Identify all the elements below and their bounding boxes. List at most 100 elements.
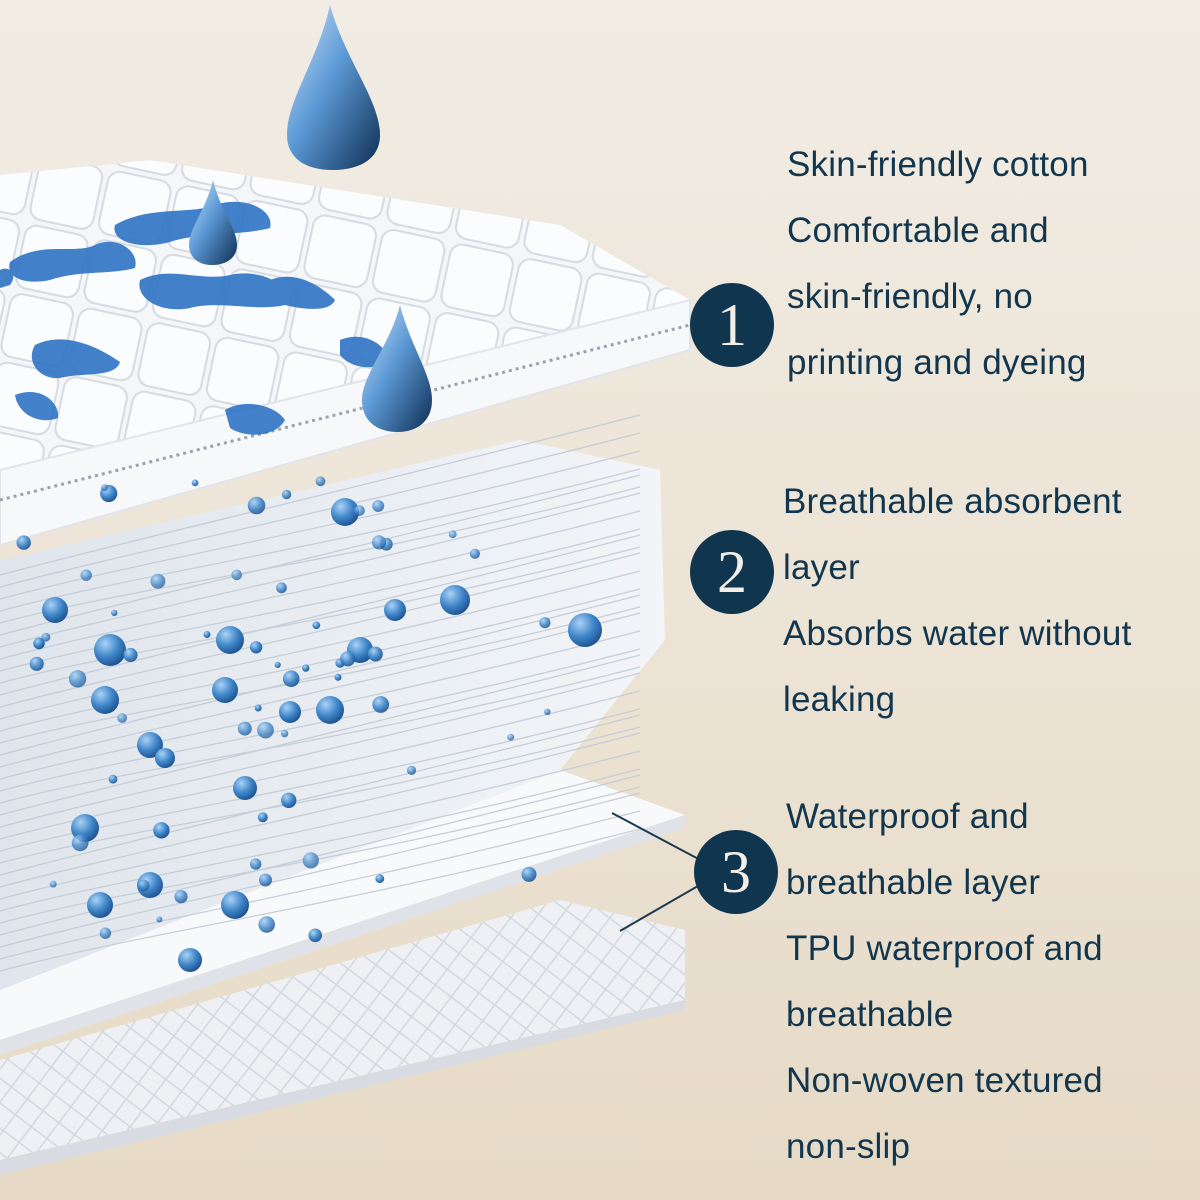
water-bead <box>257 721 274 739</box>
layer-1-line: printing and dyeing <box>787 343 1087 382</box>
layer-3-line: TPU waterproof and <box>786 929 1103 968</box>
fiber-strand <box>0 450 641 600</box>
water-bead <box>302 852 319 869</box>
fiber-strand <box>0 588 641 732</box>
fiber-strand <box>0 654 641 816</box>
tpu-sheet-edge <box>0 815 685 1055</box>
water-bead <box>315 476 326 487</box>
water-bead <box>111 609 118 617</box>
water-bead <box>29 656 44 671</box>
water-bead <box>101 484 108 492</box>
water-bead <box>281 792 297 808</box>
fiber-strand <box>0 510 641 660</box>
water-bead <box>49 880 57 888</box>
water-bead <box>191 479 199 487</box>
layer-3-line: Waterproof and <box>786 797 1029 836</box>
water-bead <box>469 548 480 559</box>
water-bead <box>108 774 118 784</box>
water-bead <box>94 634 126 666</box>
water-bead <box>137 732 163 758</box>
water-bead <box>312 621 321 630</box>
water-bead <box>16 535 31 550</box>
fiber-strand <box>0 774 641 936</box>
fiber-strands <box>0 414 641 972</box>
fiber-strand <box>0 474 641 636</box>
water-bead <box>544 708 551 715</box>
water-bead <box>281 489 292 500</box>
water-bead <box>302 664 310 672</box>
layer-2-line: Breathable absorbent <box>783 482 1122 521</box>
water-drop-medium <box>362 305 432 432</box>
water-bead <box>521 866 537 882</box>
water-bead <box>178 948 202 972</box>
water-bead <box>68 670 87 688</box>
water-bead <box>71 834 89 852</box>
fiber-strand <box>0 750 641 900</box>
fiber-strand <box>0 708 641 852</box>
water-bead <box>216 626 244 654</box>
water-bead <box>371 535 387 550</box>
water-bead <box>156 916 163 923</box>
fiber-strand <box>0 732 641 888</box>
fiber-strand <box>0 690 641 840</box>
cotton-layer-edge <box>0 298 691 547</box>
water-bead <box>41 632 51 642</box>
fiber-strand <box>0 534 641 696</box>
water-bead <box>80 569 92 581</box>
layer-3-description: Waterproof and breathable layer TPU wate… <box>786 784 1103 1180</box>
water-bead <box>375 874 385 884</box>
water-bead <box>155 748 175 768</box>
water-bead <box>440 585 470 615</box>
layer-2-line: Absorbs water without <box>783 614 1132 653</box>
layer-1-badge: 1 <box>690 283 774 367</box>
water-bead <box>87 892 113 918</box>
fiber-strand <box>0 768 641 912</box>
water-bead <box>33 637 45 650</box>
layer-2-line: leaking <box>783 680 896 719</box>
layer-2-badge: 2 <box>690 530 774 614</box>
water-bead <box>331 498 359 526</box>
water-bead <box>448 530 457 539</box>
fiber-strand <box>0 528 641 672</box>
layer-3-line: non-slip <box>786 1127 911 1166</box>
water-bead <box>174 890 188 904</box>
water-bead <box>539 617 551 629</box>
water-bead <box>137 879 150 892</box>
water-bead <box>384 599 406 621</box>
fiber-strand <box>0 570 641 720</box>
water-drop-large <box>287 5 380 170</box>
water-bead <box>99 927 112 939</box>
water-bead <box>123 647 138 663</box>
water-bead <box>259 873 272 887</box>
water-bead <box>237 721 252 736</box>
water-bead <box>308 928 323 943</box>
water-bead <box>280 729 289 738</box>
water-bead <box>282 670 300 687</box>
water-bead <box>257 812 268 823</box>
water-bead <box>203 631 211 638</box>
layer-3-line: breathable <box>786 995 954 1034</box>
water-bead <box>316 696 344 724</box>
water-bead <box>367 646 383 662</box>
water-bead <box>247 496 266 515</box>
fiber-strand <box>0 792 641 948</box>
fiber-strand <box>0 828 641 972</box>
water-bead <box>250 858 262 870</box>
layer-3-badge: 3 <box>694 830 778 914</box>
fiber-strand <box>0 810 641 960</box>
layer-1-line: Comfortable and <box>787 211 1049 250</box>
water-bead <box>91 686 119 714</box>
water-bead <box>231 569 242 581</box>
water-bead <box>276 582 287 594</box>
water-bead <box>258 916 276 933</box>
water-bead <box>249 641 263 654</box>
water-drop-small <box>189 180 237 265</box>
water-bead <box>221 891 249 919</box>
nonwoven-layer <box>0 900 685 1160</box>
water-bead <box>354 505 365 516</box>
water-bead <box>279 701 301 723</box>
water-bead <box>340 651 356 667</box>
water-bead <box>42 597 68 623</box>
fiber-strand <box>0 468 641 612</box>
